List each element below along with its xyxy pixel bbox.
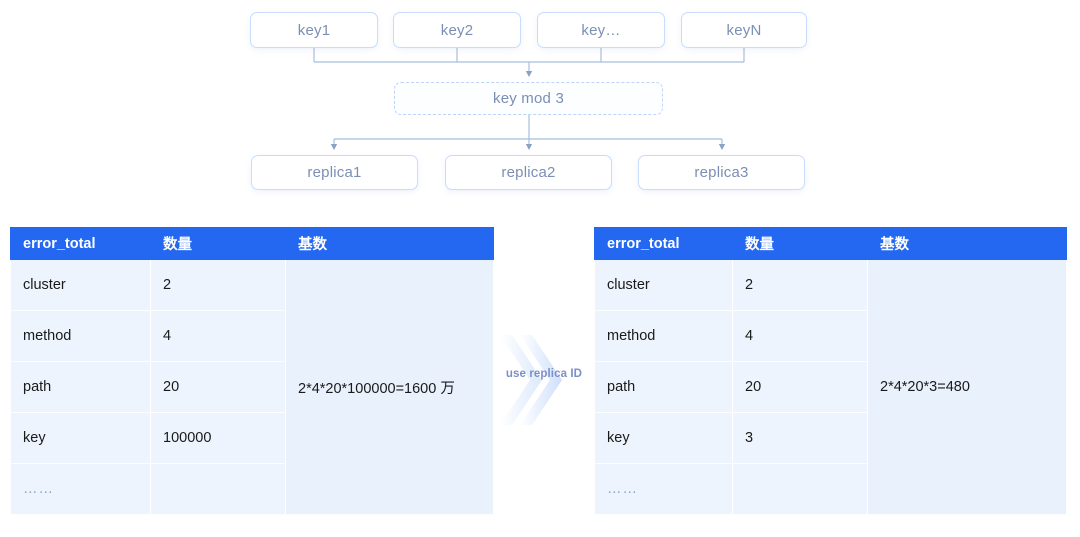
column-header-error-total: error_total (594, 227, 733, 260)
table-header-row: error_total 数量 基数 (10, 227, 494, 260)
transition-arrow: use replica ID (496, 325, 592, 435)
double-chevron-right-icon (500, 335, 562, 425)
table-row: key 100000 (10, 412, 494, 464)
column-header-error-total: error_total (10, 227, 151, 260)
cell-count: 100000 (150, 412, 286, 464)
table-row: cluster 2 2*4*20*100000=1600 万 (10, 259, 494, 515)
cell-label: …… (10, 463, 151, 515)
cell-count: 2 (150, 259, 286, 311)
flow-connectors (313, 48, 745, 150)
cell-count: 3 (732, 412, 868, 464)
cell-cardinality-formula: 2*4*20*100000=1600 万 (285, 259, 494, 515)
cell-count (150, 463, 286, 515)
column-header-cardinality: 基数 (867, 227, 1067, 260)
column-header-count: 数量 (732, 227, 868, 260)
key-node-2-label: key2 (440, 21, 474, 39)
table-row: path 20 (10, 361, 494, 413)
table-row: cluster 2 2*4*20*3=480 (594, 259, 1067, 515)
cell-label: key (10, 412, 151, 464)
replica-node-2-label: replica2 (501, 164, 556, 181)
hash-function-label: key mod 3 (493, 90, 564, 107)
table-row: …… (594, 463, 1067, 515)
replica-node-1[interactable]: replica1 (251, 155, 418, 190)
cell-count: 20 (732, 361, 868, 413)
cell-label: cluster (10, 259, 151, 311)
table-row: …… (10, 463, 494, 515)
metrics-table-before: error_total 数量 基数 cluster 2 2*4*20*10000… (10, 227, 494, 515)
cell-count: 20 (150, 361, 286, 413)
key-node-ellipsis[interactable]: key… (537, 12, 665, 48)
table-row: method 4 (10, 310, 494, 362)
cell-label: …… (594, 463, 733, 515)
replica-node-2[interactable]: replica2 (445, 155, 612, 190)
cell-label: cluster (594, 259, 733, 311)
replica-node-3[interactable]: replica3 (638, 155, 805, 190)
key-node-2[interactable]: key2 (393, 12, 521, 48)
metrics-table-after: error_total 数量 基数 cluster 2 2*4*20*3=480… (594, 227, 1067, 515)
hash-function-node[interactable]: key mod 3 (394, 82, 663, 115)
table-header-row: error_total 数量 基数 (594, 227, 1067, 260)
column-header-count: 数量 (150, 227, 286, 260)
key-node-1[interactable]: key1 (250, 12, 378, 48)
key-node-n[interactable]: keyN (681, 12, 807, 48)
column-header-cardinality: 基数 (285, 227, 494, 260)
transition-label: use replica ID (505, 368, 583, 380)
cell-label: path (10, 361, 151, 413)
cell-cardinality-formula: 2*4*20*3=480 (867, 259, 1067, 515)
key-node-ellipsis-label: key… (581, 21, 621, 39)
table-row: key 3 (594, 412, 1067, 464)
cell-label: path (594, 361, 733, 413)
table-row: method 4 (594, 310, 1067, 362)
cell-count (732, 463, 868, 515)
hash-flow-diagram: key1 key2 key… keyN key mod 3 replica1 r… (0, 0, 1080, 210)
cell-count: 4 (732, 310, 868, 362)
replica-node-1-label: replica1 (307, 164, 362, 181)
cell-count: 2 (732, 259, 868, 311)
replica-node-3-label: replica3 (694, 164, 749, 181)
cell-label: method (594, 310, 733, 362)
cell-label: method (10, 310, 151, 362)
cell-count: 4 (150, 310, 286, 362)
cell-label: key (594, 412, 733, 464)
key-node-n-label: keyN (726, 21, 762, 39)
table-row: path 20 (594, 361, 1067, 413)
key-node-1-label: key1 (297, 21, 331, 39)
